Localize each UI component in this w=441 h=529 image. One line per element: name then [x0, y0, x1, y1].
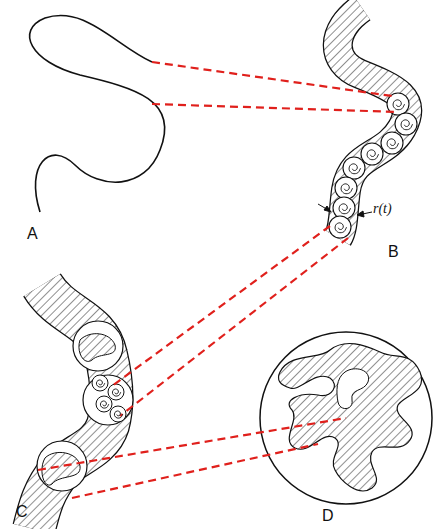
radius-label: r(t)	[372, 202, 393, 216]
panel-label: A	[27, 226, 38, 242]
mini-curl	[335, 223, 347, 233]
band-c	[34, 285, 133, 529]
zoom-lines	[38, 62, 398, 498]
curve-a	[30, 15, 165, 212]
band-b	[329, 8, 417, 238]
mini-curl	[100, 401, 108, 408]
mini-curl	[96, 380, 104, 387]
panel-label: B	[388, 244, 399, 260]
mini-curl	[387, 139, 399, 149]
panel-label: C	[16, 504, 28, 520]
mini-curl	[112, 389, 120, 396]
mini-curl	[367, 150, 379, 160]
mini-curl	[401, 120, 413, 130]
mini-curl	[393, 100, 405, 110]
mini-curl	[339, 204, 351, 214]
radius-marker	[318, 204, 372, 217]
mini-curls	[96, 100, 412, 418]
mini-curl	[349, 164, 361, 174]
mini-curl	[341, 184, 353, 194]
panel-label: D	[322, 508, 334, 524]
mini-curl	[114, 411, 122, 418]
